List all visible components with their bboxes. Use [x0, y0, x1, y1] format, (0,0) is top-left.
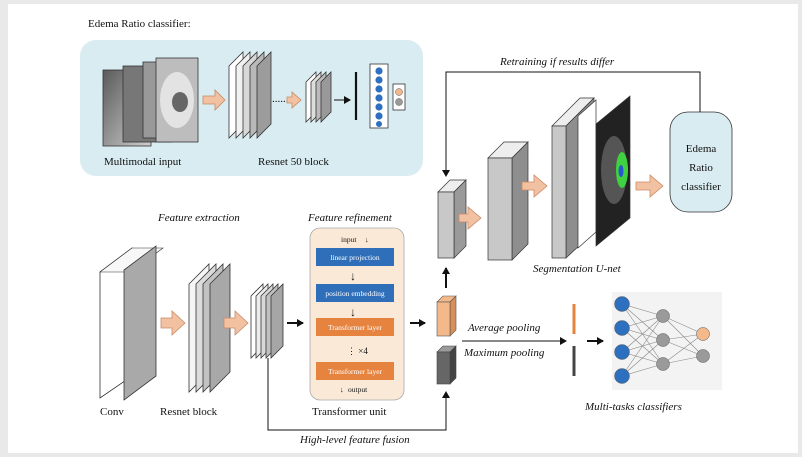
classifier-neurons	[614, 296, 710, 384]
feature-refinement-label: Feature refinement	[307, 212, 393, 224]
transformer-unit-box	[309, 227, 405, 401]
unet-arrow-1	[458, 206, 482, 230]
multi-task-label: Multi-tasks classifiers	[584, 401, 682, 413]
panel-mini-network	[369, 63, 406, 129]
arrow-pe-to-tl: ↓	[350, 305, 356, 319]
network-neuron	[656, 309, 670, 323]
panel-dots: ......	[272, 93, 289, 105]
multimodal-input-label: Multimodal input	[104, 156, 181, 168]
network-neuron	[614, 368, 630, 384]
retraining-label: Retraining if results differ	[499, 56, 615, 68]
unet-block-2	[487, 141, 529, 261]
arrow-conv-to-resnet	[160, 310, 186, 336]
transformer-output-label: output	[348, 385, 368, 394]
maximum-pooling-label: Maximum pooling	[463, 347, 545, 359]
network-edge	[662, 315, 704, 357]
unet-arrow-3	[635, 174, 664, 198]
multimodal-input-stack	[102, 57, 199, 147]
edema-ratio-classifier-box	[669, 111, 733, 213]
unet-block-1	[437, 179, 467, 259]
position-embedding-label: position embedding	[325, 289, 385, 298]
edema-box-line-2: Ratio	[689, 162, 713, 174]
network-neuron	[614, 320, 630, 336]
unet-arrow-2	[521, 174, 548, 198]
network-neuron	[656, 333, 670, 347]
resnet-block-label: Resnet block	[160, 406, 218, 418]
resnet50-small-block	[305, 71, 332, 123]
fused-feature-orange	[436, 295, 457, 337]
transformer-layer-1-box	[316, 318, 394, 336]
down-arrow-glyph-output: ↓	[340, 385, 344, 394]
unet-block-3	[551, 97, 597, 259]
transformer-layer-2-box	[316, 362, 394, 380]
retraining-loop-line	[442, 71, 701, 177]
arrow-lp-to-pe: ↓	[350, 269, 356, 283]
network-edge	[621, 315, 664, 353]
network-neuron	[656, 357, 670, 371]
segmentation-output-image	[595, 95, 631, 247]
high-level-fusion-label: High-level feature fusion	[299, 434, 410, 446]
conv-block	[99, 245, 164, 401]
resnet50-label: Resnet 50 block	[258, 156, 329, 168]
transformer-unit-label: Transformer unit	[312, 406, 386, 418]
panel-arrow-1	[202, 89, 226, 111]
network-edge	[662, 315, 704, 335]
network-edge	[662, 333, 704, 365]
edema-classifier-title: Edema Ratio classifier:	[88, 18, 191, 30]
fused-feature-gray	[436, 345, 457, 385]
classifier-network	[621, 303, 704, 377]
transformer-layer-1-label: Transformer layer	[328, 323, 383, 332]
edema-box-line-1: Edema	[686, 143, 717, 155]
network-edge	[621, 339, 664, 377]
feature-stack	[250, 283, 284, 359]
linear-projection-box	[316, 248, 394, 266]
network-neuron	[614, 344, 630, 360]
transformer-input-label: input	[341, 235, 357, 244]
network-neuron	[696, 349, 710, 363]
network-neuron	[614, 296, 630, 312]
repeat-label: ⋮ ×4	[347, 346, 368, 356]
position-embedding-box	[316, 284, 394, 302]
arrow-resnet-to-stack	[223, 310, 249, 336]
panel-arrow-2	[286, 91, 302, 109]
feature-extraction-label: Feature extraction	[157, 212, 240, 224]
network-edge	[662, 339, 704, 357]
linear-projection-label: linear projection	[330, 253, 380, 262]
resnet50-block	[228, 51, 272, 139]
average-pooling-label: Average pooling	[467, 322, 541, 334]
network-neuron	[696, 327, 710, 341]
transformer-layer-2-label: Transformer layer	[328, 367, 383, 376]
edema-box-line-3: classifier	[681, 181, 721, 193]
segmentation-unet-label: Segmentation U-net	[533, 263, 622, 275]
high-level-fusion-line	[267, 358, 450, 431]
network-edge	[662, 355, 704, 365]
down-arrow-glyph-input: ↓	[365, 235, 369, 244]
conv-label: Conv	[100, 406, 124, 418]
resnet-block	[188, 263, 231, 393]
network-edge	[621, 315, 664, 377]
